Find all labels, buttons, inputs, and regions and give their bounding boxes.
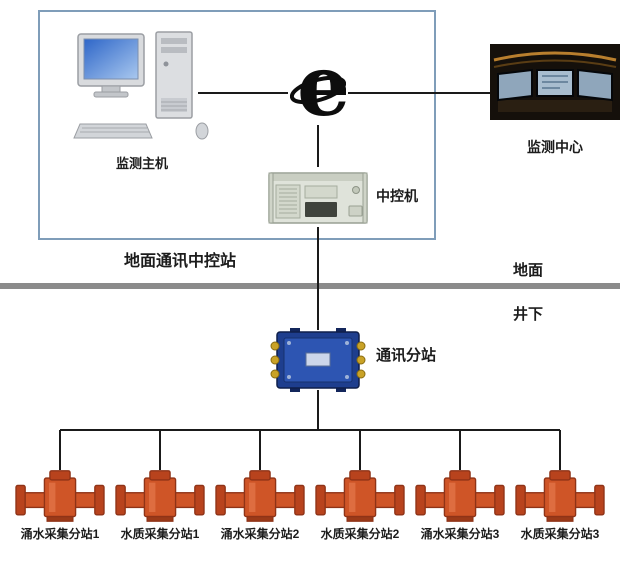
- monitoring-center-label: 监测中心: [527, 139, 583, 155]
- surface-station-box: [38, 10, 436, 240]
- zone-label-underground: 井下: [513, 306, 544, 323]
- device-label: 涌水采集分站2: [220, 527, 300, 541]
- communication-substation-node: 通讯分站: [270, 328, 436, 397]
- device-label: 水质采集分站2: [320, 527, 400, 541]
- communication-substation-icon: [270, 328, 366, 392]
- device-node: 水质采集分站1: [110, 468, 210, 542]
- surface-underground-divider: [0, 283, 620, 289]
- flow-device-icon: [414, 468, 506, 523]
- communication-substation-label: 通讯分站: [376, 347, 437, 364]
- monitoring-center-node: 监测中心: [490, 44, 620, 157]
- flow-device-icon: [214, 468, 306, 523]
- device-row: 涌水采集分站1 水质采集分站1 涌水采集分站2 水质采集分站2 涌水采集分站3 …: [10, 468, 610, 542]
- desktop-computer-icon: [73, 31, 209, 140]
- control-machine-icon: [268, 172, 368, 224]
- device-node: 涌水采集分站3: [410, 468, 510, 542]
- monitoring-host-node: 监测主机: [66, 28, 218, 172]
- device-label: 水质采集分站3: [520, 527, 600, 541]
- flow-device-icon: [114, 468, 206, 523]
- monitoring-host-label: 监测主机: [115, 156, 168, 171]
- flow-device-icon: [514, 468, 606, 523]
- device-label: 水质采集分站1: [120, 527, 200, 541]
- device-label: 涌水采集分站1: [20, 527, 100, 541]
- surface-station-title: 地面通讯中控站: [123, 253, 236, 270]
- device-node: 水质采集分站3: [510, 468, 610, 542]
- device-node: 涌水采集分站1: [10, 468, 110, 542]
- flow-device-icon: [314, 468, 406, 523]
- device-node: 水质采集分站2: [310, 468, 410, 542]
- device-node: 涌水采集分站2: [210, 468, 310, 542]
- control-machine-node: 中控机: [268, 166, 418, 233]
- internet-node: e: [289, 36, 350, 135]
- zone-label-surface: 地面: [513, 262, 544, 279]
- flow-device-icon: [14, 468, 106, 523]
- control-machine-label: 中控机: [376, 188, 418, 204]
- device-label: 涌水采集分站3: [420, 527, 500, 541]
- monitoring-center-photo: [490, 44, 620, 120]
- internet-e-icon: e: [289, 36, 350, 135]
